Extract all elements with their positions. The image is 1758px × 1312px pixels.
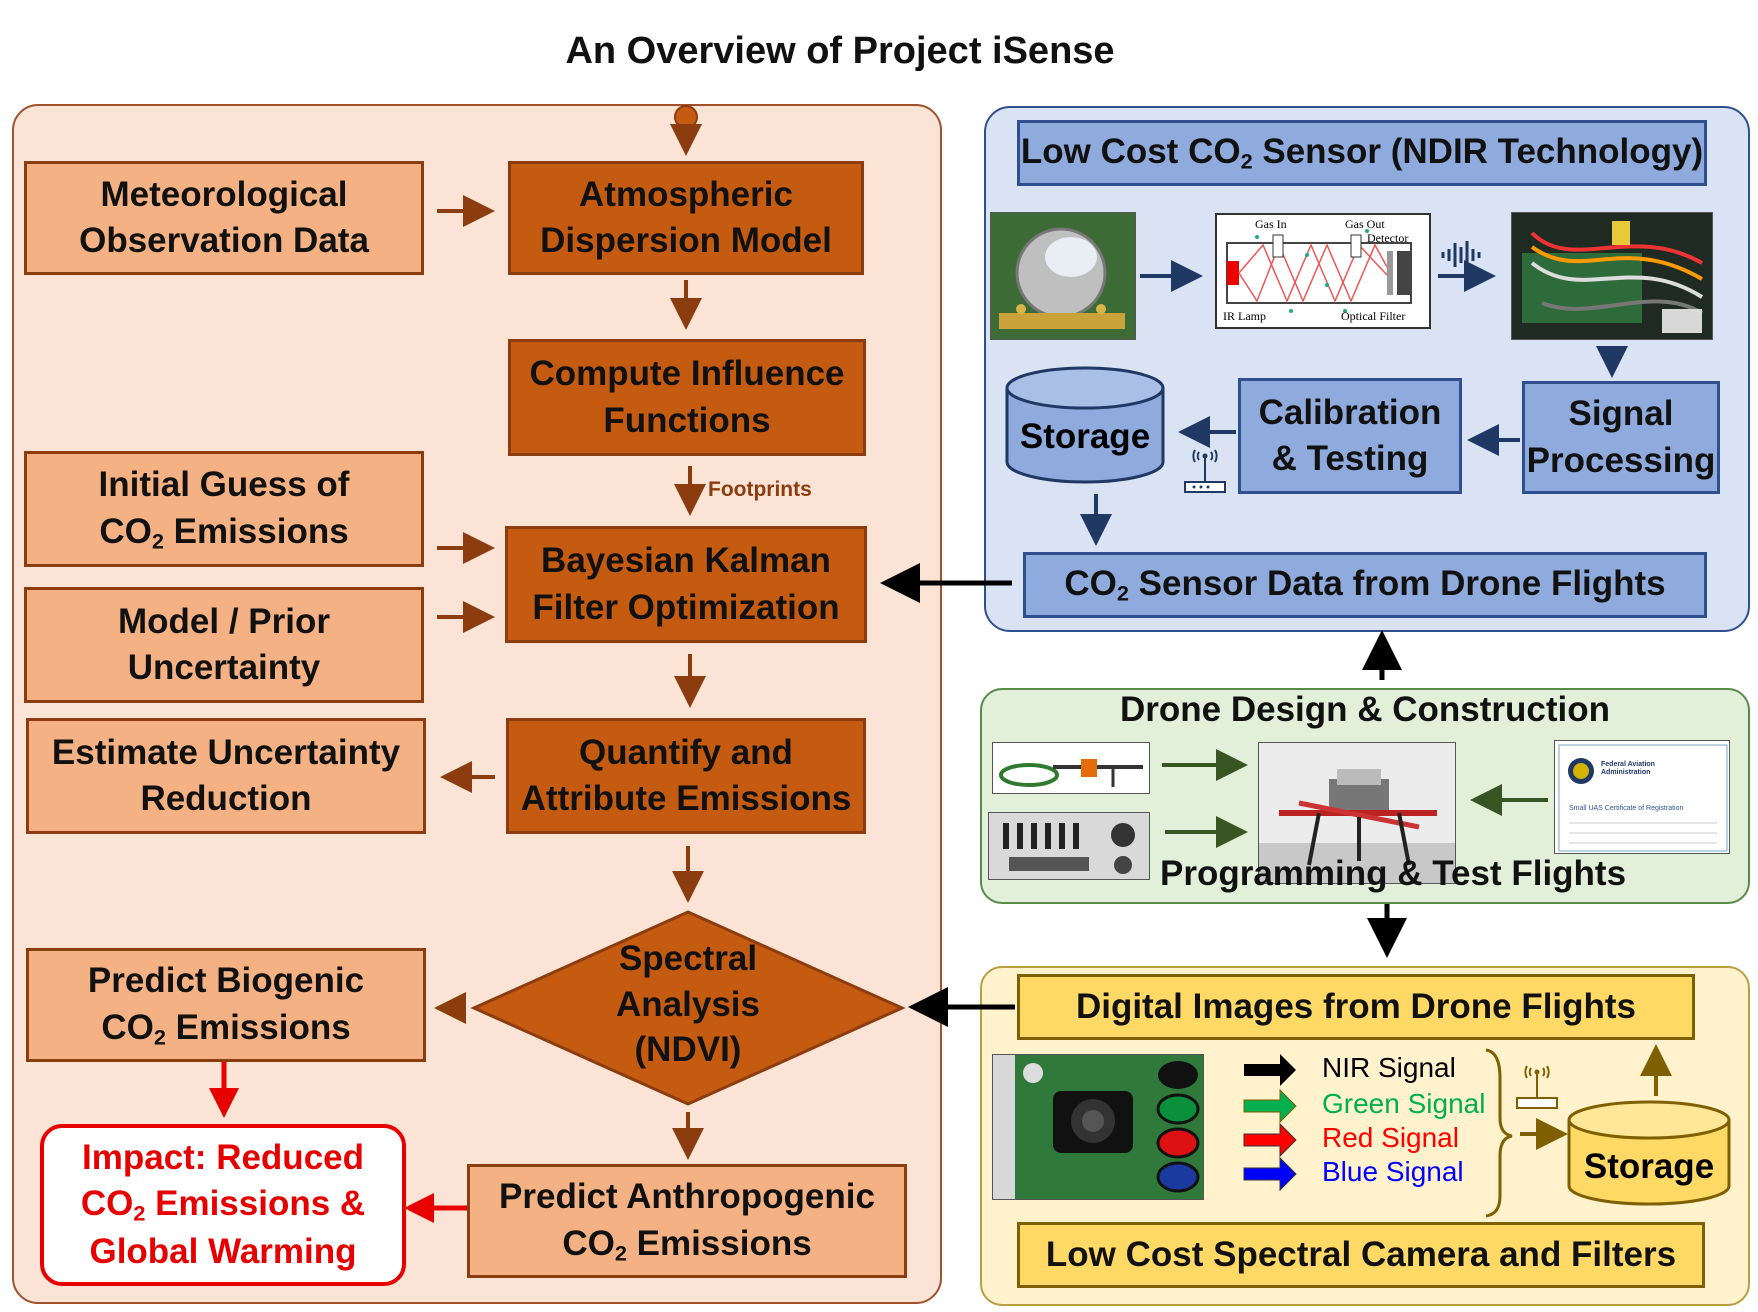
sensor-header-label: Low Cost CO2 Sensor (NDIR Technology) — [1020, 132, 1704, 174]
spectral-camera-label: Low Cost Spectral Camera and Filters — [1045, 1234, 1677, 1274]
digital-images-label: Digital Images from Drone Flights — [1075, 986, 1637, 1026]
meteorological-data-box: Meteorological Observation Data — [24, 161, 424, 275]
uncertainty-reduction-label: Estimate Uncertainty Reduction — [51, 732, 401, 818]
faa-cert-title: Small UAS Certificate of Registration — [1569, 805, 1684, 812]
nir-signal-label: NIR Signal — [1322, 1052, 1456, 1083]
anthropogenic-emissions-box: Predict Anthropogenic CO2 Emissions — [467, 1164, 907, 1278]
anthropogenic-line2: CO2 Emissions — [562, 1223, 812, 1265]
soundwave-icon — [1441, 241, 1481, 269]
camera-storage-cylinder: Storage — [1567, 1100, 1731, 1206]
camera-wifi-icon — [1516, 1065, 1558, 1109]
ndir-optical-filter: Optical Filter — [1341, 309, 1406, 323]
biogenic-line2: CO2 Emissions — [101, 1007, 351, 1049]
faa-certificate-image: Federal Aviation Administration Small UA… — [1554, 740, 1730, 854]
faa-title: Federal Aviation Administration — [1601, 761, 1655, 777]
start-node — [674, 105, 698, 129]
impact-line2: CO2 Emissions & — [80, 1184, 366, 1226]
signal-arrows — [1243, 1054, 1297, 1192]
spectral-line3: (NDVI) — [634, 1030, 742, 1069]
ndir-gas-in: Gas In — [1255, 217, 1287, 231]
ndir-gas-out: Gas Out — [1345, 217, 1385, 231]
spectral-camera-box: Low Cost Spectral Camera and Filters — [1017, 1222, 1705, 1288]
modeling-panel — [12, 104, 942, 1304]
digital-images-box: Digital Images from Drone Flights — [1017, 974, 1695, 1040]
sensor-header-box: Low Cost CO2 Sensor (NDIR Technology) — [1017, 120, 1707, 186]
green-arrow-icon — [1243, 1088, 1297, 1124]
impact-line1: Impact: Reduced — [82, 1138, 364, 1178]
signal-processing-box: Signal Processing — [1522, 381, 1720, 494]
nir-arrow-icon — [1244, 1054, 1296, 1086]
green-signal-label: Green Signal — [1322, 1088, 1486, 1119]
spectral-line2: Analysis — [616, 984, 760, 1024]
brace — [1485, 1048, 1513, 1218]
spectral-camera-photo — [992, 1054, 1204, 1200]
kalman-filter-box: Bayesian Kalman Filter Optimization — [505, 526, 867, 643]
red-arrow-icon — [1243, 1122, 1297, 1158]
impact-line3: Global Warming — [89, 1231, 357, 1271]
ndir-ir-lamp: IR Lamp — [1223, 309, 1266, 323]
page-title: An Overview of Project iSense — [565, 30, 1115, 72]
biogenic-emissions-box: Predict Biogenic CO2 Emissions — [26, 948, 426, 1062]
dispersion-model-label: Atmospheric Dispersion Model — [540, 174, 832, 260]
uncertainty-reduction-box: Estimate Uncertainty Reduction — [26, 718, 426, 834]
influence-functions-box: Compute Influence Functions — [508, 339, 866, 456]
initial-guess-box: Initial Guess of CO2 Emissions — [24, 451, 424, 567]
sensor-storage-cylinder: Storage — [1005, 366, 1165, 484]
camera-storage-label: Storage — [1584, 1147, 1714, 1186]
calibration-label: Calibration & Testing — [1258, 392, 1442, 478]
initial-guess-line1: Initial Guess of — [98, 465, 350, 505]
drone-design-label: Drone Design & Construction — [1120, 690, 1611, 729]
signal-board-photo — [1511, 212, 1713, 340]
blue-arrow-icon — [1243, 1156, 1297, 1192]
sensor-data-label: CO2 Sensor Data from Drone Flights — [1064, 564, 1666, 606]
initial-guess-line2: CO2 Emissions — [99, 511, 349, 553]
anthropogenic-line1: Predict Anthropogenic — [499, 1177, 875, 1217]
sensor-storage-label: Storage — [1020, 417, 1150, 456]
spectral-line1: Spectral — [618, 939, 758, 978]
prior-uncertainty-box: Model / Prior Uncertainty — [24, 587, 424, 703]
spectral-analysis-diamond — [470, 910, 906, 1106]
drone-parts-photo — [992, 742, 1150, 794]
spectral-analysis-label: Spectral Analysis (NDVI) — [560, 936, 816, 1073]
ndir-diagram: Gas In Gas Out Detector IR Lamp Optical … — [1215, 213, 1431, 329]
biogenic-line1: Predict Biogenic — [87, 961, 365, 1001]
drone-components-photo — [988, 812, 1150, 880]
dispersion-model-box: Atmospheric Dispersion Model — [508, 161, 864, 275]
quantify-emissions-label: Quantify and Attribute Emissions — [520, 732, 852, 818]
meteorological-data-label: Meteorological Observation Data — [79, 174, 369, 260]
blue-signal-label: Blue Signal — [1322, 1156, 1464, 1187]
kalman-filter-label: Bayesian Kalman Filter Optimization — [532, 541, 840, 627]
red-signal-label: Red Signal — [1322, 1122, 1459, 1153]
assembled-drone-photo — [1258, 742, 1456, 884]
footprints-label: Footprints — [708, 478, 812, 501]
signal-processing-label: Signal Processing — [1526, 394, 1716, 480]
calibration-box: Calibration & Testing — [1238, 378, 1462, 494]
sensor-board-photo — [990, 212, 1136, 340]
sensor-data-box: CO2 Sensor Data from Drone Flights — [1023, 552, 1707, 618]
prior-uncertainty-label: Model / Prior Uncertainty — [118, 601, 330, 687]
wifi-router-icon — [1184, 449, 1226, 493]
influence-functions-label: Compute Influence Functions — [529, 354, 845, 440]
impact-box: Impact: Reduced CO2 Emissions & Global W… — [40, 1124, 406, 1286]
ndir-detector: Detector — [1367, 231, 1409, 245]
programming-label: Programming & Test Flights — [1160, 854, 1627, 893]
quantify-emissions-box: Quantify and Attribute Emissions — [506, 718, 866, 834]
